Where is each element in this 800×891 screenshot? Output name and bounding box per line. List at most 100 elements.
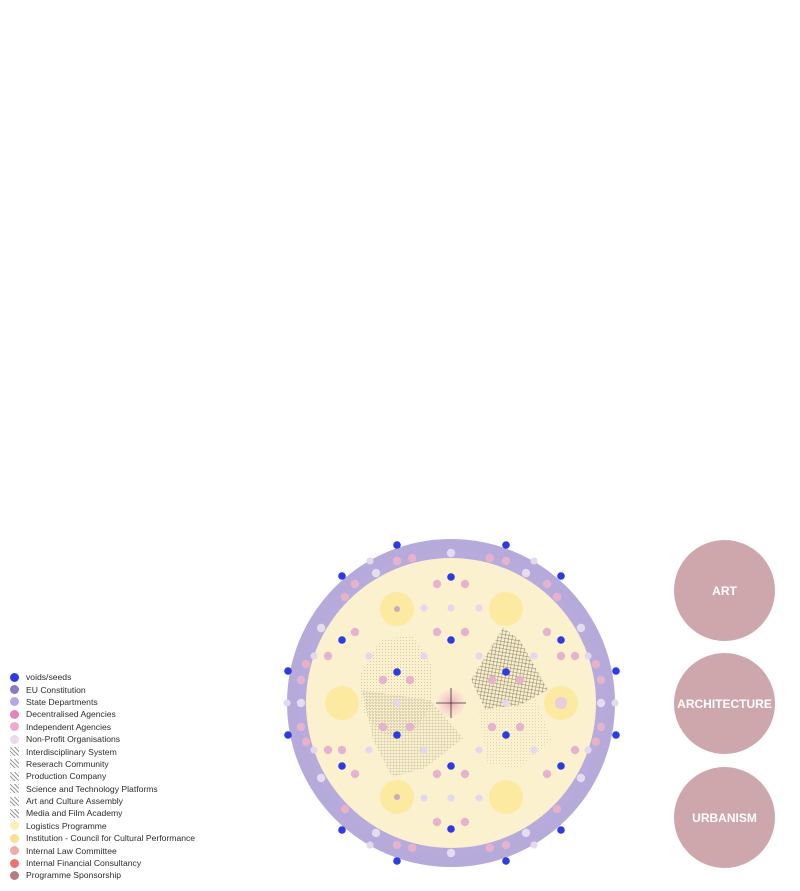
pink-dot bbox=[433, 770, 441, 778]
lilac-dot bbox=[584, 746, 591, 753]
lilac-dot bbox=[530, 652, 537, 659]
lilac-dot bbox=[475, 652, 482, 659]
ring-dot bbox=[302, 738, 310, 746]
pink-dot bbox=[543, 580, 551, 588]
seed-dot bbox=[447, 573, 455, 581]
ring-dot bbox=[447, 549, 455, 557]
lilac-dot bbox=[530, 841, 537, 848]
seed-dot bbox=[338, 762, 346, 770]
ring-dot bbox=[577, 624, 585, 632]
ring-dot bbox=[408, 554, 416, 562]
pink-dot bbox=[597, 723, 605, 731]
lilac-dot bbox=[366, 841, 373, 848]
pink-dot bbox=[461, 818, 469, 826]
lilac-dot bbox=[310, 746, 317, 753]
pink-dot bbox=[488, 676, 496, 684]
seed-dot bbox=[338, 572, 346, 580]
pink-dot bbox=[461, 770, 469, 778]
pink-dot bbox=[502, 841, 510, 849]
lilac-dot bbox=[584, 652, 591, 659]
category-architecture-label: ARCHITECTURE bbox=[677, 697, 772, 711]
pink-dot bbox=[297, 676, 305, 684]
category-urbanism[interactable]: URBANISM bbox=[674, 767, 775, 868]
pink-dot bbox=[406, 676, 414, 684]
pink-dot bbox=[557, 652, 565, 660]
seed-dot bbox=[338, 826, 346, 834]
ring-dot bbox=[486, 554, 494, 562]
seed-dot bbox=[393, 541, 401, 549]
lilac-dot bbox=[365, 746, 372, 753]
lilac-dot bbox=[365, 652, 372, 659]
pink-dot bbox=[543, 628, 551, 636]
ring-dot bbox=[317, 774, 325, 782]
pink-dot bbox=[516, 676, 524, 684]
seed-dot bbox=[338, 636, 346, 644]
category-architecture[interactable]: ARCHITECTURE bbox=[674, 653, 775, 754]
pink-dot bbox=[502, 557, 510, 565]
ring-dot bbox=[522, 569, 530, 577]
lilac-dot bbox=[530, 746, 537, 753]
pink-dot bbox=[379, 676, 387, 684]
ring-dot bbox=[597, 699, 605, 707]
lilac-dot bbox=[475, 794, 482, 801]
ring-dot bbox=[297, 699, 305, 707]
ring-dot bbox=[317, 624, 325, 632]
lilac-dot bbox=[420, 604, 427, 611]
pink-dot bbox=[379, 723, 387, 731]
pink-dot bbox=[351, 770, 359, 778]
pink-dot bbox=[488, 723, 496, 731]
pink-dot bbox=[461, 580, 469, 588]
seed-dot bbox=[502, 668, 510, 676]
pink-dot bbox=[393, 557, 401, 565]
lilac-dot bbox=[420, 746, 427, 753]
seed-dot bbox=[284, 731, 292, 739]
ring-dot bbox=[341, 593, 349, 601]
category-art[interactable]: ART bbox=[674, 540, 775, 641]
seed-dot bbox=[557, 762, 565, 770]
pink-dot bbox=[351, 580, 359, 588]
seed-dot bbox=[447, 762, 455, 770]
pink-dot bbox=[351, 628, 359, 636]
category-urbanism-label: URBANISM bbox=[692, 811, 757, 825]
ring-dot bbox=[592, 738, 600, 746]
ring-dot bbox=[592, 660, 600, 668]
pink-dot bbox=[324, 746, 332, 754]
lilac-dot bbox=[611, 699, 618, 706]
ring-dot bbox=[553, 805, 561, 813]
seed-dot bbox=[393, 731, 401, 739]
ring-dot bbox=[408, 844, 416, 852]
ring-dot bbox=[577, 774, 585, 782]
pink-dot bbox=[324, 652, 332, 660]
pink-dot bbox=[433, 580, 441, 588]
seed-dot bbox=[557, 636, 565, 644]
ring-dot bbox=[302, 660, 310, 668]
seed-dot bbox=[502, 857, 510, 865]
pink-dot bbox=[571, 652, 579, 660]
lilac-dot bbox=[283, 699, 290, 706]
lilac-dot bbox=[447, 794, 454, 801]
seed-dot bbox=[447, 825, 455, 833]
seed-dot bbox=[502, 731, 510, 739]
pink-dot bbox=[543, 770, 551, 778]
lilac-dot bbox=[475, 604, 482, 611]
pink-dot bbox=[297, 723, 305, 731]
lilac-dot bbox=[530, 557, 537, 564]
lilac-dot bbox=[420, 652, 427, 659]
pink-dot bbox=[406, 723, 414, 731]
ring-dot bbox=[372, 829, 380, 837]
pink-dot bbox=[433, 818, 441, 826]
ring-dot bbox=[486, 844, 494, 852]
ring-dot bbox=[341, 805, 349, 813]
pink-dot bbox=[597, 676, 605, 684]
seed-dot bbox=[612, 731, 620, 739]
ring-dot bbox=[522, 829, 530, 837]
category-art-label: ART bbox=[712, 584, 737, 598]
ring-dot bbox=[553, 593, 561, 601]
pink-dot bbox=[393, 841, 401, 849]
seed-dot bbox=[502, 541, 510, 549]
seed-dot bbox=[557, 826, 565, 834]
seed-dot bbox=[557, 572, 565, 580]
lilac-dot bbox=[366, 557, 373, 564]
ring-dot bbox=[447, 849, 455, 857]
